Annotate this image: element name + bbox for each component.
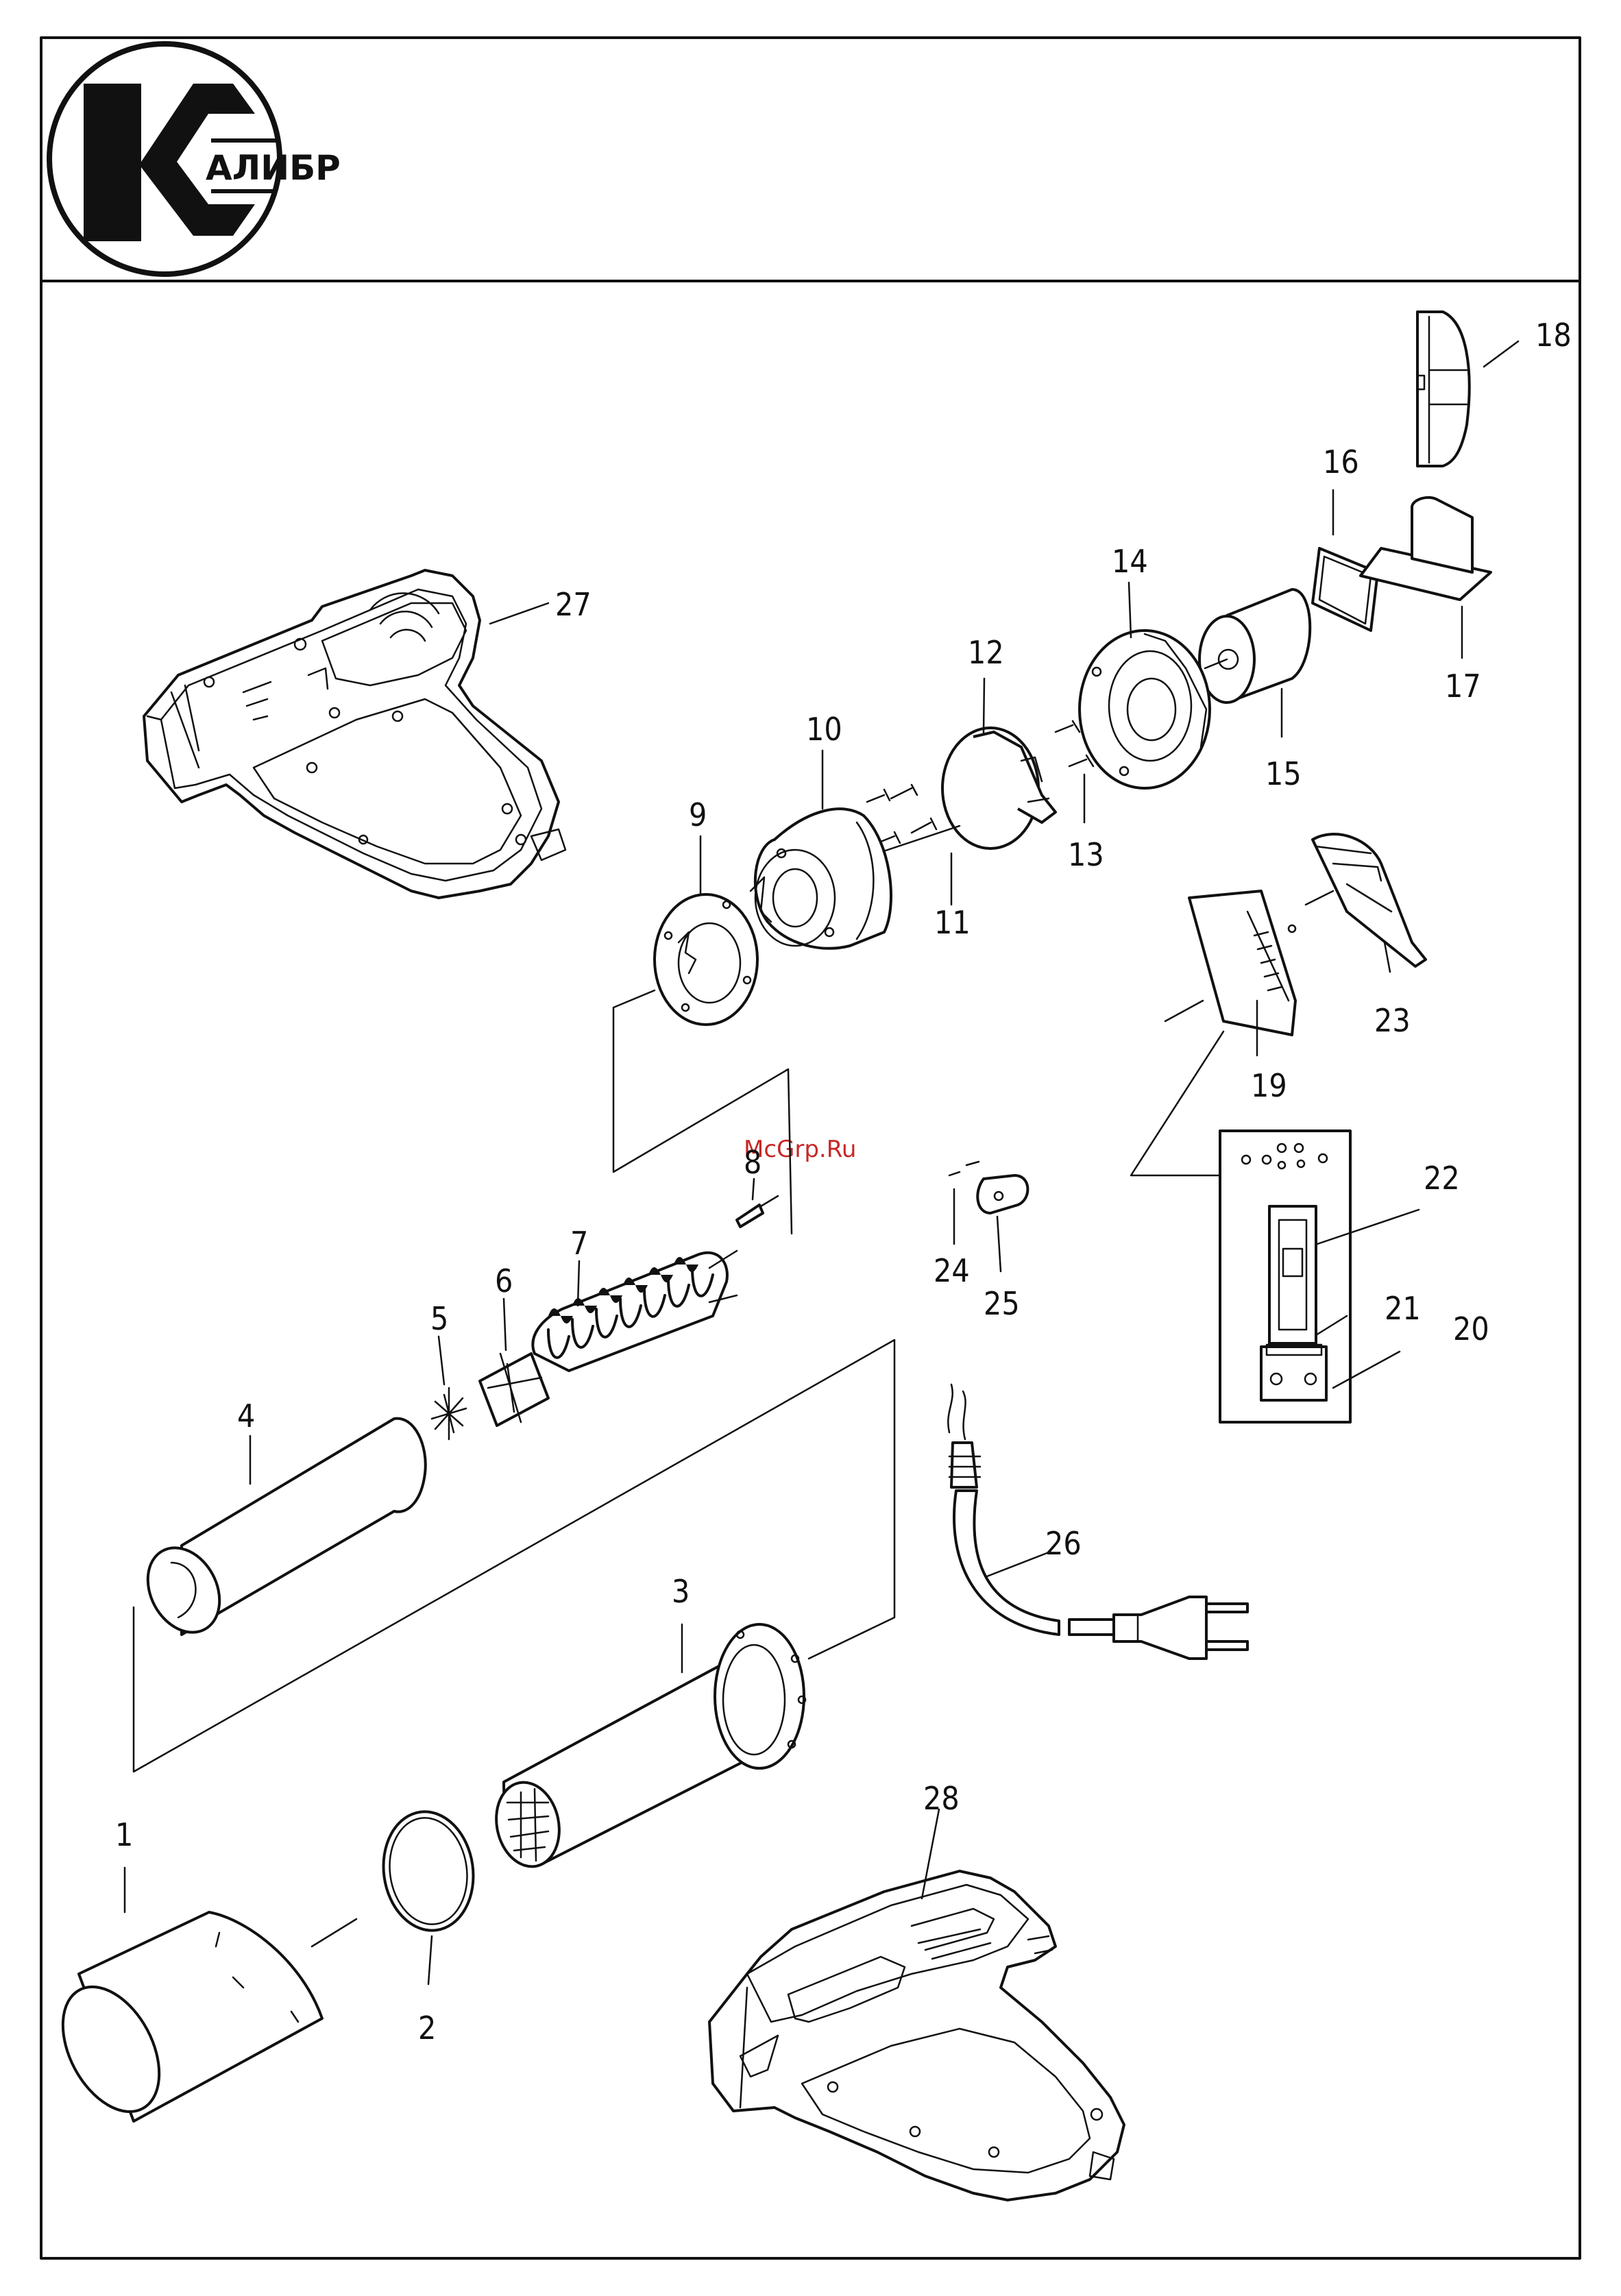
- label-part-28: 28: [923, 1780, 960, 1817]
- part-19-to-box-line: [1131, 1031, 1223, 1175]
- label-part-21: 21: [1385, 1290, 1421, 1327]
- part-25-clamp: [977, 1175, 1027, 1213]
- part-19-23-line: [1306, 891, 1333, 905]
- label-part-24: 24: [934, 1252, 970, 1289]
- label-part-25: 25: [984, 1285, 1020, 1322]
- logo-text: АЛИБР: [206, 148, 341, 188]
- part-5-star: [432, 1388, 466, 1439]
- label-part-2: 2: [418, 2010, 436, 2047]
- part-19-left-line: [1165, 1001, 1203, 1021]
- label-part-13: 13: [1068, 836, 1104, 873]
- label-part-14: 14: [1112, 543, 1148, 580]
- part-3-barrel: [489, 1624, 805, 1872]
- part-2-ring: [376, 1806, 481, 1936]
- label-part-23: 23: [1374, 1002, 1411, 1039]
- bracket-line-9-8: [613, 990, 792, 1234]
- label-part-12: 12: [968, 634, 1004, 671]
- part-8-fuse: [737, 1196, 778, 1227]
- part-6-mica-cross: [480, 1354, 548, 1426]
- part-23-switch-cover: [1313, 834, 1426, 966]
- part-15-motor: [1199, 589, 1310, 703]
- part-12-fan: [942, 728, 1056, 848]
- part-26-power-cord: [948, 1384, 1247, 1659]
- label-part-6: 6: [495, 1262, 513, 1299]
- label-part-15: 15: [1265, 755, 1302, 792]
- label-part-26: 26: [1045, 1525, 1082, 1562]
- label-part-27: 27: [555, 586, 592, 623]
- part-16-plate: [1313, 548, 1378, 631]
- part-9-flange: [655, 894, 757, 1025]
- label-part-10: 10: [806, 711, 842, 748]
- part-24-screws: [949, 1162, 979, 1175]
- label-part-5: 5: [430, 1300, 448, 1337]
- label-part-1: 1: [115, 1816, 133, 1853]
- part-1-nozzle: [43, 1912, 322, 2128]
- label-part-22: 22: [1424, 1160, 1460, 1197]
- part-4-tube: [134, 1419, 426, 1645]
- label-part-19: 19: [1251, 1067, 1287, 1104]
- label-part-18: 18: [1535, 317, 1572, 354]
- label-part-9: 9: [689, 796, 707, 833]
- part-18-cap: [1417, 312, 1470, 466]
- part-10-screw: [867, 790, 890, 802]
- part-14-fan-housing: [1080, 631, 1210, 788]
- label-part-8: 8: [744, 1144, 761, 1181]
- label-part-11: 11: [934, 904, 971, 941]
- label-part-17: 17: [1445, 668, 1481, 705]
- label-part-4: 4: [237, 1397, 255, 1434]
- part-1-to-2-line: [312, 1919, 356, 1946]
- label-part-7: 7: [570, 1225, 588, 1262]
- part-28-housing-right: [709, 1871, 1124, 2200]
- part-17-bracket: [1361, 498, 1491, 600]
- label-part-16: 16: [1323, 443, 1359, 480]
- part-19-panel: [1189, 891, 1295, 1035]
- switch-box-20-22: [1220, 1131, 1350, 1422]
- part-7-heater-coil: [533, 1251, 737, 1371]
- kalibr-logo: АЛИБР: [49, 44, 341, 274]
- label-part-3: 3: [672, 1573, 690, 1610]
- label-part-20: 20: [1453, 1310, 1489, 1347]
- part-10-mount: [751, 809, 891, 948]
